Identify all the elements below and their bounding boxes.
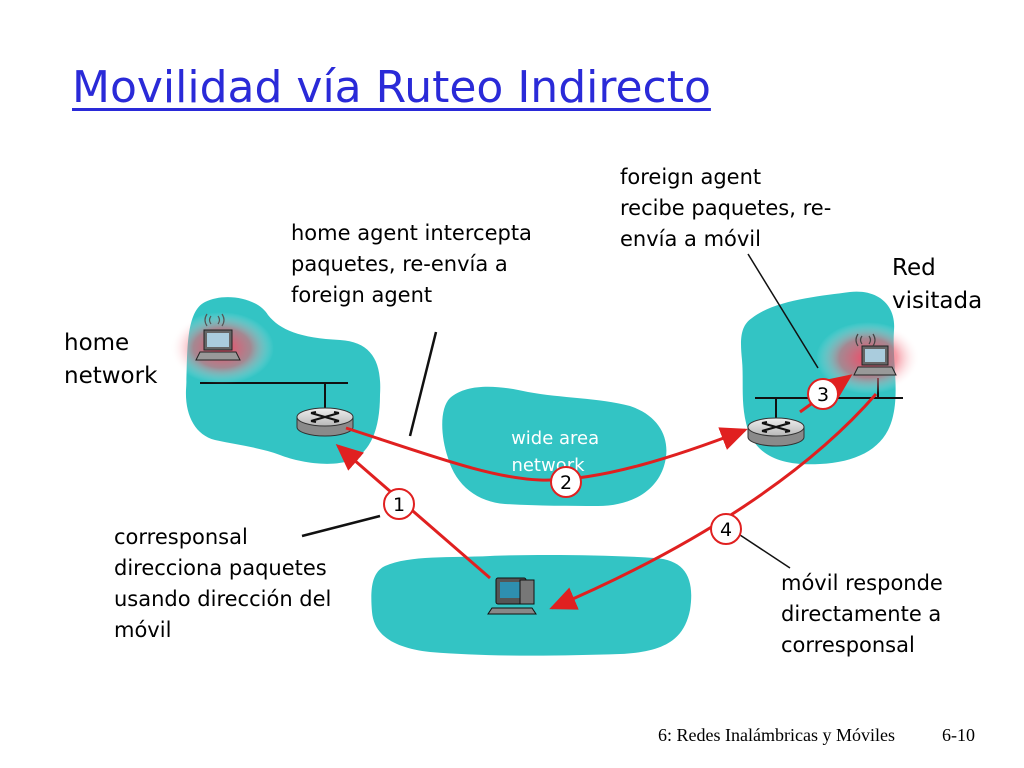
- svg-text:2: 2: [560, 472, 572, 494]
- home-agent-pointer-line: [408, 331, 438, 437]
- svg-text:4: 4: [720, 519, 732, 541]
- wireless-signal-icon: [855, 333, 876, 347]
- footer-chapter: 6: Redes Inalámbricas y Móviles: [658, 725, 895, 745]
- laptop-icon: [853, 345, 897, 376]
- footer-page-number: 6-10: [942, 725, 975, 745]
- visited-network-label: Red visitada: [892, 255, 983, 314]
- step-3-marker: 3: [807, 378, 839, 410]
- home-network-label: home network: [64, 330, 158, 389]
- laptop-icon: [195, 329, 241, 361]
- step-1-arrow: [335, 444, 491, 580]
- router-icon: [747, 417, 805, 447]
- mobile-response-note: móvil responde directamente a correspons…: [781, 571, 943, 657]
- home-agent-note: home agent intercepta paquetes, re-envía…: [291, 221, 532, 307]
- svg-text:1: 1: [393, 494, 405, 516]
- step-2-marker: 2: [550, 466, 582, 498]
- step-4-arrow: [549, 393, 878, 610]
- step-2-arrow: [345, 426, 748, 482]
- page-title: Movilidad vía Ruteo Indirecto: [72, 62, 711, 113]
- correspondent-note: corresponsal direcciona paquetes usando …: [114, 525, 332, 642]
- correspondent-network-cloud: [371, 554, 692, 656]
- foreign-agent-note: foreign agent recibe paquetes, re- envía…: [620, 165, 832, 251]
- step-4-marker: 4: [710, 513, 742, 545]
- correspondent-pointer-line: [301, 514, 381, 538]
- mobile-pointer-line: [739, 534, 791, 569]
- foreign-agent-pointer-line: [747, 253, 819, 369]
- svg-text:3: 3: [817, 384, 829, 406]
- desktop-computer-icon: [487, 577, 537, 615]
- router-icon: [296, 407, 354, 437]
- step-1-marker: 1: [383, 488, 415, 520]
- wireless-signal-icon: [204, 313, 225, 327]
- wide-area-network-cloud: [442, 386, 667, 506]
